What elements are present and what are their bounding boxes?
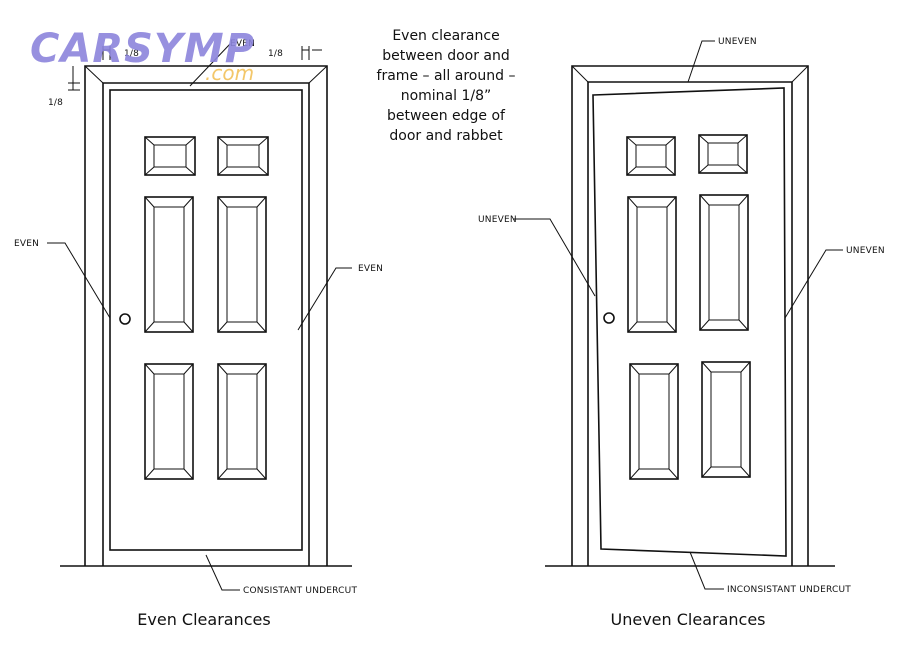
right-leader-left bbox=[513, 218, 596, 297]
right-door-assembly: UNEVEN UNEVEN UNEVEN INCONSISTANT UNDERC… bbox=[478, 37, 885, 629]
right-panel-top-left bbox=[626, 136, 676, 176]
left-door-knob bbox=[119, 313, 131, 325]
note-line-4: nominal 1/8” bbox=[401, 88, 492, 104]
left-frame-miter-left bbox=[84, 65, 104, 84]
note-line-5: between edge of bbox=[387, 108, 506, 124]
left-label-right: EVEN bbox=[358, 264, 383, 274]
right-outer-frame bbox=[571, 65, 809, 566]
right-panel-top-right bbox=[698, 134, 748, 174]
note-line-1: Even clearance bbox=[392, 28, 499, 44]
left-label-top: EVEN bbox=[230, 39, 255, 49]
left-door-assembly: EVEN EVEN CONSISTANT UNDERCUT EVEN 1/8 1… bbox=[14, 39, 383, 629]
logo-main-text: CARSYMP bbox=[30, 26, 255, 72]
left-frame-miter-right bbox=[308, 65, 328, 84]
note-line-6: door and rabbet bbox=[389, 128, 503, 144]
carsymp-logo: CARSYMP .com bbox=[30, 26, 255, 85]
right-label-right: UNEVEN bbox=[846, 246, 885, 256]
left-panel-mid-left bbox=[144, 196, 194, 333]
note-line-3: frame – all around – bbox=[377, 68, 516, 84]
right-door-knob bbox=[603, 312, 615, 324]
left-panel-mid-right bbox=[217, 196, 267, 333]
left-inner-frame bbox=[102, 82, 310, 566]
right-label-top: UNEVEN bbox=[718, 37, 757, 47]
right-label-bottom: INCONSISTANT UNDERCUT bbox=[727, 585, 851, 595]
left-dim-label-top-left: 1/8 bbox=[124, 49, 139, 59]
logo-sub-text: .com bbox=[205, 61, 254, 85]
right-leader-bottom bbox=[689, 551, 724, 590]
note-line-2: between door and bbox=[382, 48, 510, 64]
left-panel-top-right bbox=[217, 136, 269, 176]
right-leader-top bbox=[687, 40, 715, 83]
left-caption: Even Clearances bbox=[137, 610, 270, 629]
right-inner-frame bbox=[587, 81, 793, 566]
right-door-slab bbox=[592, 87, 787, 557]
left-leader-right bbox=[297, 267, 352, 331]
clearance-note: Even clearance between door and frame – … bbox=[377, 28, 516, 144]
left-leader-bottom bbox=[205, 554, 240, 591]
right-panel-low-right bbox=[701, 361, 751, 478]
right-panel-low-left bbox=[629, 363, 679, 480]
left-label-left: EVEN bbox=[14, 239, 39, 249]
left-leader-left bbox=[47, 242, 111, 319]
right-caption: Uneven Clearances bbox=[611, 610, 766, 629]
right-leader-right bbox=[784, 249, 843, 319]
left-door-slab bbox=[109, 89, 303, 551]
left-dim-label-top-right: 1/8 bbox=[268, 49, 283, 59]
left-panel-low-right bbox=[217, 363, 267, 480]
left-outer-frame bbox=[84, 65, 328, 566]
left-dim-label-side: 1/8 bbox=[48, 98, 63, 108]
left-panel-low-left bbox=[144, 363, 194, 480]
left-panel-top-left bbox=[144, 136, 196, 176]
right-label-left: UNEVEN bbox=[478, 215, 517, 225]
right-panel-mid-left bbox=[627, 196, 677, 333]
left-leader-top bbox=[189, 43, 231, 87]
right-panel-mid-right bbox=[699, 194, 749, 331]
left-label-bottom: CONSISTANT UNDERCUT bbox=[243, 586, 357, 596]
